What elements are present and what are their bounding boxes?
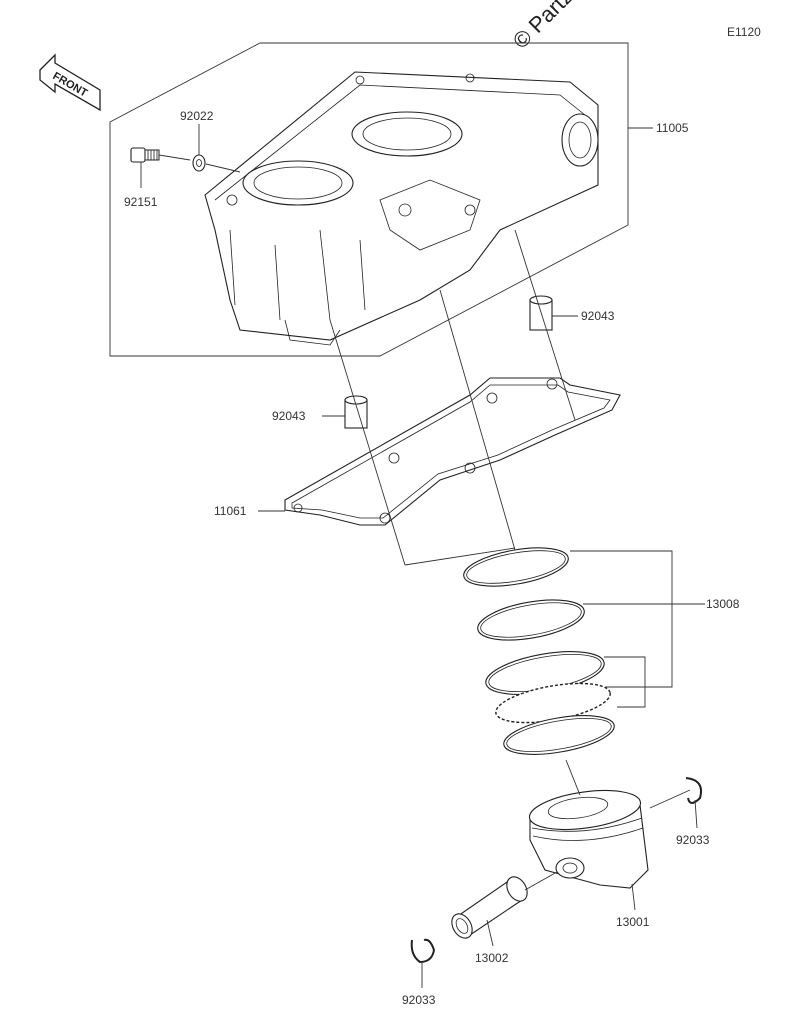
label-11005: 11005 bbox=[656, 121, 689, 135]
watermark: © Partz bbox=[508, 0, 578, 54]
washer bbox=[192, 154, 206, 172]
cylinder-group-outline bbox=[109, 42, 629, 357]
label-92043-right: 92043 bbox=[581, 309, 615, 323]
label-13002: 13002 bbox=[475, 951, 509, 965]
assembly-guide-lines bbox=[329, 229, 576, 566]
cylinder-block bbox=[204, 71, 599, 346]
piston-pin bbox=[451, 876, 528, 939]
label-92151: 92151 bbox=[124, 195, 158, 209]
label-13001: 13001 bbox=[616, 915, 650, 929]
label-13008: 13008 bbox=[706, 597, 740, 611]
label-92043-left: 92043 bbox=[272, 409, 306, 423]
label-92033-right: 92033 bbox=[676, 833, 710, 847]
snap-ring-left bbox=[410, 938, 436, 964]
piston-rings bbox=[463, 547, 615, 755]
cylinder-base-gasket bbox=[284, 377, 621, 526]
dowel-left bbox=[344, 395, 368, 429]
bolt bbox=[130, 147, 160, 163]
label-11061: 11061 bbox=[214, 504, 247, 518]
label-92022: 92022 bbox=[180, 109, 214, 123]
dowel-right bbox=[529, 295, 553, 331]
diagram-code: E1120 bbox=[727, 25, 761, 39]
front-arrow-icon: FRONT bbox=[39, 53, 101, 112]
piston bbox=[528, 789, 649, 889]
label-92033-left: 92033 bbox=[402, 993, 436, 1007]
snap-ring-right bbox=[685, 777, 702, 804]
